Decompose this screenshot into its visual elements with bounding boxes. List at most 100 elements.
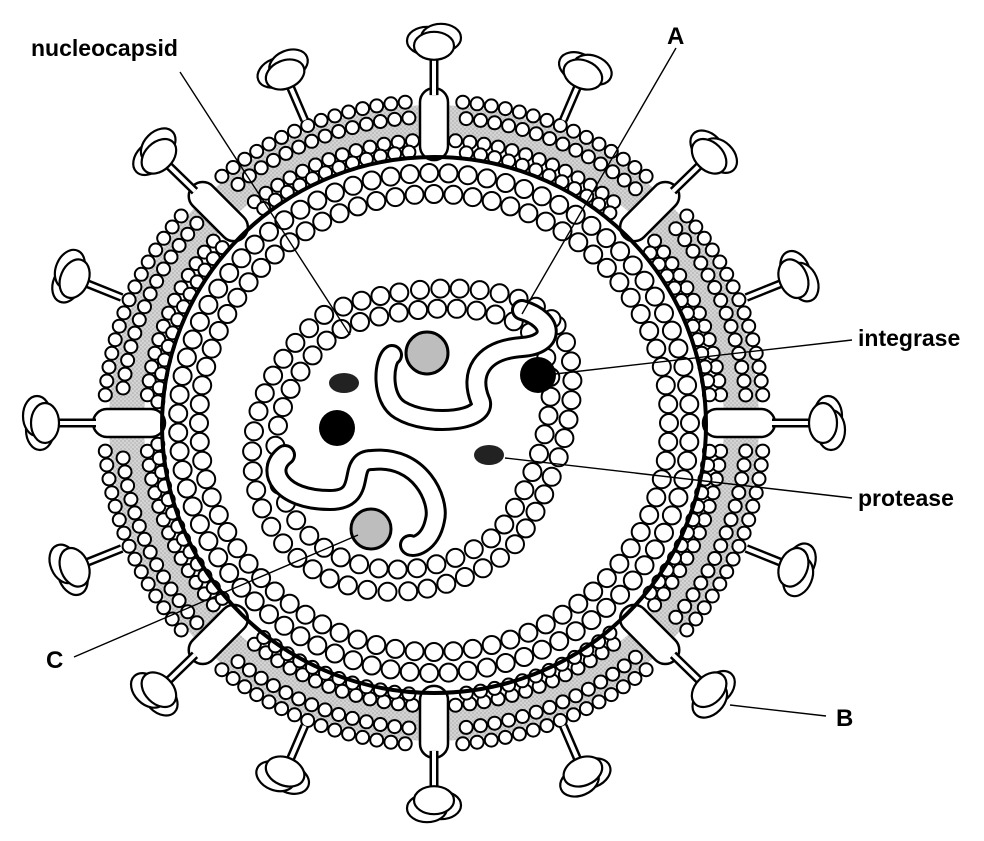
matrix-bead-outer <box>611 242 629 260</box>
matrix-bead-outer <box>344 177 362 195</box>
matrix-bead-inner <box>657 452 675 470</box>
matrix-bead-inner <box>252 259 270 277</box>
lipid-bead-outer <box>227 161 240 174</box>
matrix-bead-inner <box>610 555 628 573</box>
capsid-bead-inner <box>495 516 513 534</box>
matrix-bead-outer <box>382 168 400 186</box>
lipid-bead-outer-2 <box>732 486 745 499</box>
matrix-bead-inner <box>218 305 236 323</box>
lipid-bead-outer <box>238 680 251 693</box>
lipid-bead-outer <box>713 578 726 591</box>
glycoprotein-spike <box>746 539 821 601</box>
capsid-bead-outer <box>562 391 580 409</box>
matrix-bead-outer <box>680 433 698 451</box>
lipid-bead-inner <box>687 294 700 307</box>
lipid-bead-outer <box>750 347 763 360</box>
glycoprotein-spike <box>673 655 742 725</box>
lipid-bead-outer-2 <box>133 520 146 533</box>
matrix-bead-outer <box>624 572 642 590</box>
matrix-bead-inner <box>193 452 211 470</box>
lipid-bead-outer-2 <box>279 147 292 160</box>
lipid-bead-outer-2 <box>702 564 715 577</box>
lipid-bead-outer <box>746 333 759 346</box>
lipid-bead-outer <box>227 672 240 685</box>
lipid-bead-outer <box>342 106 355 119</box>
lipid-bead-outer <box>105 486 118 499</box>
lipid-bead-outer <box>513 728 526 741</box>
lipid-bead-outer <box>485 734 498 747</box>
matrix-bead-inner <box>252 569 270 587</box>
capsid-bead-outer <box>506 535 524 553</box>
lipid-bead-outer <box>689 613 702 626</box>
lipid-bead-outer <box>580 131 593 144</box>
lipid-bead-outer-2 <box>181 605 194 618</box>
matrix-bead-inner <box>313 615 331 633</box>
lipid-bead-outer-2 <box>138 300 151 313</box>
lipid-bead-outer <box>499 102 512 115</box>
envelope-transmembrane-protein <box>420 686 448 758</box>
lipid-bead-outer <box>640 170 653 183</box>
lipid-bead-outer <box>540 114 553 127</box>
lipid-bead-outer-2 <box>165 583 178 596</box>
matrix-bead-inner <box>190 414 208 432</box>
matrix-bead-inner <box>266 583 284 601</box>
capsid-bead-inner <box>536 425 554 443</box>
lipid-bead-outer-2 <box>119 465 132 478</box>
lipid-bead-outer <box>356 731 369 744</box>
glycoprotein-spike <box>126 122 195 192</box>
lipid-bead-outer-2 <box>629 651 642 664</box>
matrix-bead-outer <box>232 249 250 267</box>
capsid-bead-outer <box>560 411 578 429</box>
lipid-bead-outer-2 <box>388 720 401 733</box>
matrix-bead-outer <box>567 622 585 640</box>
lipid-bead-outer <box>706 244 719 257</box>
lipid-bead-outer-2 <box>402 722 415 735</box>
capsid-bead-inner <box>304 346 322 364</box>
capsid-bead-outer <box>371 287 389 305</box>
capsid-bead-inner <box>486 306 504 324</box>
capsid-bead-inner <box>292 363 310 381</box>
matrix-bead-outer <box>420 164 438 182</box>
matrix-bead-inner <box>660 414 678 432</box>
lipid-bead-outer <box>142 256 155 269</box>
matrix-bead-inner <box>647 340 665 358</box>
capsid-bead-outer <box>418 580 436 598</box>
matrix-bead-inner <box>218 523 236 541</box>
matrix-bead-outer <box>624 257 642 275</box>
lipid-bead-outer-2 <box>582 683 595 696</box>
lipid-bead-outer-2 <box>543 132 556 145</box>
capsid-bead-inner <box>269 417 287 435</box>
matrix-bead-outer <box>440 164 458 182</box>
lipid-bead-outer-2 <box>346 121 359 134</box>
lipid-bead-outer-2 <box>124 340 137 353</box>
spike-stalk-core <box>289 726 304 762</box>
lipid-bead-outer <box>680 624 693 637</box>
capsid-bead-inner <box>506 499 524 517</box>
matrix-bead-inner <box>519 624 537 642</box>
matrix-bead-inner <box>191 433 209 451</box>
lipid-bead-outer-2 <box>267 154 280 167</box>
matrix-bead-outer <box>308 637 326 655</box>
lipid-bead-outer-2 <box>739 389 752 402</box>
lipid-bead-outer-2 <box>165 251 178 264</box>
matrix-bead-outer <box>184 498 202 516</box>
matrix-bead-outer <box>169 424 187 442</box>
lipid-bead-inner <box>666 257 679 270</box>
matrix-bead-inner <box>464 640 482 658</box>
lipid-bead-outer-2 <box>474 114 487 127</box>
matrix-bead-inner <box>425 643 443 661</box>
lipid-bead-outer <box>742 513 755 526</box>
lipid-bead-outer-2 <box>678 600 691 613</box>
capsid-bead-inner <box>523 463 541 481</box>
matrix-bead-inner <box>598 569 616 587</box>
matrix-bead-outer <box>382 660 400 678</box>
lipid-bead-outer-2 <box>232 178 245 191</box>
capsid-bead-outer <box>491 549 509 567</box>
lipid-bead-outer-2 <box>502 119 515 132</box>
lipid-bead-outer <box>275 131 288 144</box>
matrix-bead-outer <box>597 229 615 247</box>
matrix-bead-inner <box>657 376 675 394</box>
capsid-bead-inner <box>300 527 318 545</box>
capsid-bead-outer <box>535 485 553 503</box>
lipid-bead-outer <box>680 210 693 223</box>
